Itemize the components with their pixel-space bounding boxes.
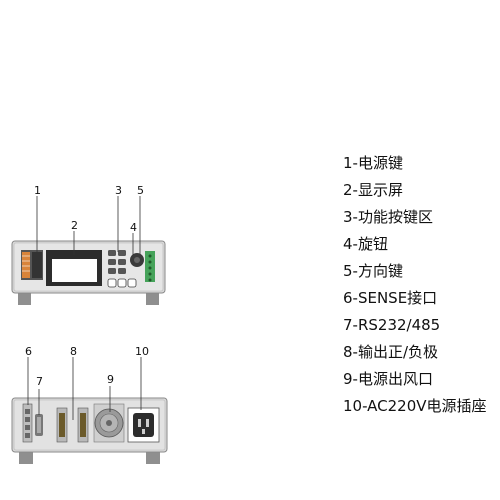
callout-8: 8	[70, 345, 77, 358]
legend-item-display: 2-显示屏	[343, 181, 403, 199]
legend: 1-电源键 2-显示屏 3-功能按键区 4-旋钮 5-方向键 6-SENSE接口…	[343, 150, 493, 420]
front-right-foot	[146, 291, 159, 305]
front-panel: 1 2 3 4 5	[11, 184, 166, 305]
device-diagram: 1 2 3 4 5	[11, 184, 168, 464]
legend-item-direction-keys: 5-方向键	[343, 262, 403, 280]
legend-item-function-keys: 3-功能按键区	[343, 208, 433, 226]
rs232-port	[35, 414, 43, 436]
callout-7: 7	[36, 375, 43, 388]
callout-6: 6	[25, 345, 32, 358]
legend-item-fan-outlet: 9-电源出风口	[343, 370, 433, 388]
legend-item-rs232: 7-RS232/485	[343, 316, 441, 334]
power-key	[21, 250, 43, 280]
callout-5: 5	[137, 184, 144, 197]
display-screen	[46, 250, 102, 286]
callout-2: 2	[71, 219, 78, 232]
rear-panel: 6 7 8 9 10	[11, 345, 168, 464]
legend-item-output-terminals: 8-输出正/负极	[343, 343, 439, 361]
function-key-area	[107, 250, 137, 288]
sense-port	[22, 403, 33, 443]
rear-left-foot	[19, 449, 33, 464]
callout-10: 10	[135, 345, 149, 358]
callout-1: 1	[34, 184, 41, 197]
fan-outlet	[93, 403, 125, 443]
rotary-knob	[130, 253, 144, 267]
legend-item-ac-socket: 10-AC220V电源插座	[343, 397, 487, 415]
legend-item-sense-port: 6-SENSE接口	[343, 289, 438, 307]
callout-4: 4	[130, 221, 137, 234]
callout-3: 3	[115, 184, 122, 197]
ac-socket	[127, 407, 160, 443]
callout-9: 9	[107, 373, 114, 386]
legend-item-power-key: 1-电源键	[343, 154, 403, 172]
output-terminals	[56, 407, 89, 443]
front-left-foot	[18, 291, 31, 305]
legend-item-knob: 4-旋钮	[343, 235, 388, 253]
rear-right-foot	[146, 449, 160, 464]
direction-keys	[145, 251, 155, 282]
